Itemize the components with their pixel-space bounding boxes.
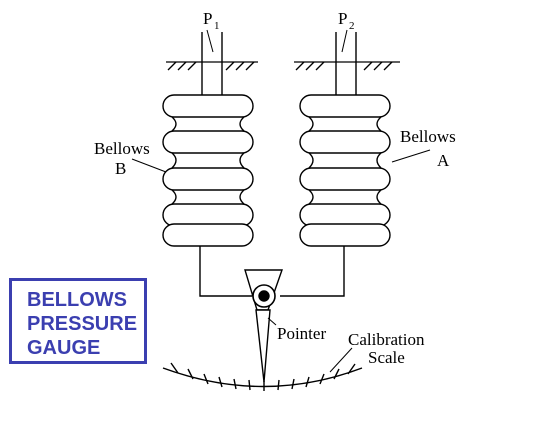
p2-leader (341, 29, 348, 53)
label-bellows-b-2: B (115, 159, 126, 178)
inlet-pipe-p2 (335, 32, 357, 95)
pointer-leader (267, 317, 277, 326)
linkage-arms (199, 246, 345, 297)
label-p1: P (203, 9, 212, 28)
title-line-3: GAUGE (27, 337, 101, 359)
bellows-b-leader (131, 158, 167, 173)
label-calibration-2: Scale (368, 348, 405, 367)
inlet-pipe-p1 (201, 32, 223, 95)
bellows-a (299, 94, 391, 247)
label-bellows-a-2: A (437, 151, 450, 170)
label-bellows-b-1: Bellows (94, 139, 150, 158)
label-p1-sub: 1 (214, 20, 220, 32)
pivot-pin (258, 290, 270, 302)
pointer-assembly (244, 269, 283, 383)
label-pointer: Pointer (277, 324, 326, 343)
calibration-scale (162, 362, 363, 391)
ground-hatch-right (294, 61, 400, 71)
bellows-a-leader (391, 149, 431, 163)
pointer-needle (255, 309, 271, 383)
ground-hatch-left (166, 61, 258, 71)
label-bellows-a-1: Bellows (400, 127, 456, 146)
bellows-b (162, 94, 254, 247)
title-line-2: PRESSURE (27, 313, 138, 335)
p1-leader (206, 29, 214, 53)
label-p2-sub: 2 (349, 20, 355, 32)
calibration-leader (329, 347, 353, 373)
title-box: BELLOWS PRESSURE GAUGE (9, 278, 147, 364)
label-calibration-1: Calibration (348, 330, 425, 349)
label-p2: P (338, 9, 347, 28)
title-line-1: BELLOWS (27, 289, 127, 311)
